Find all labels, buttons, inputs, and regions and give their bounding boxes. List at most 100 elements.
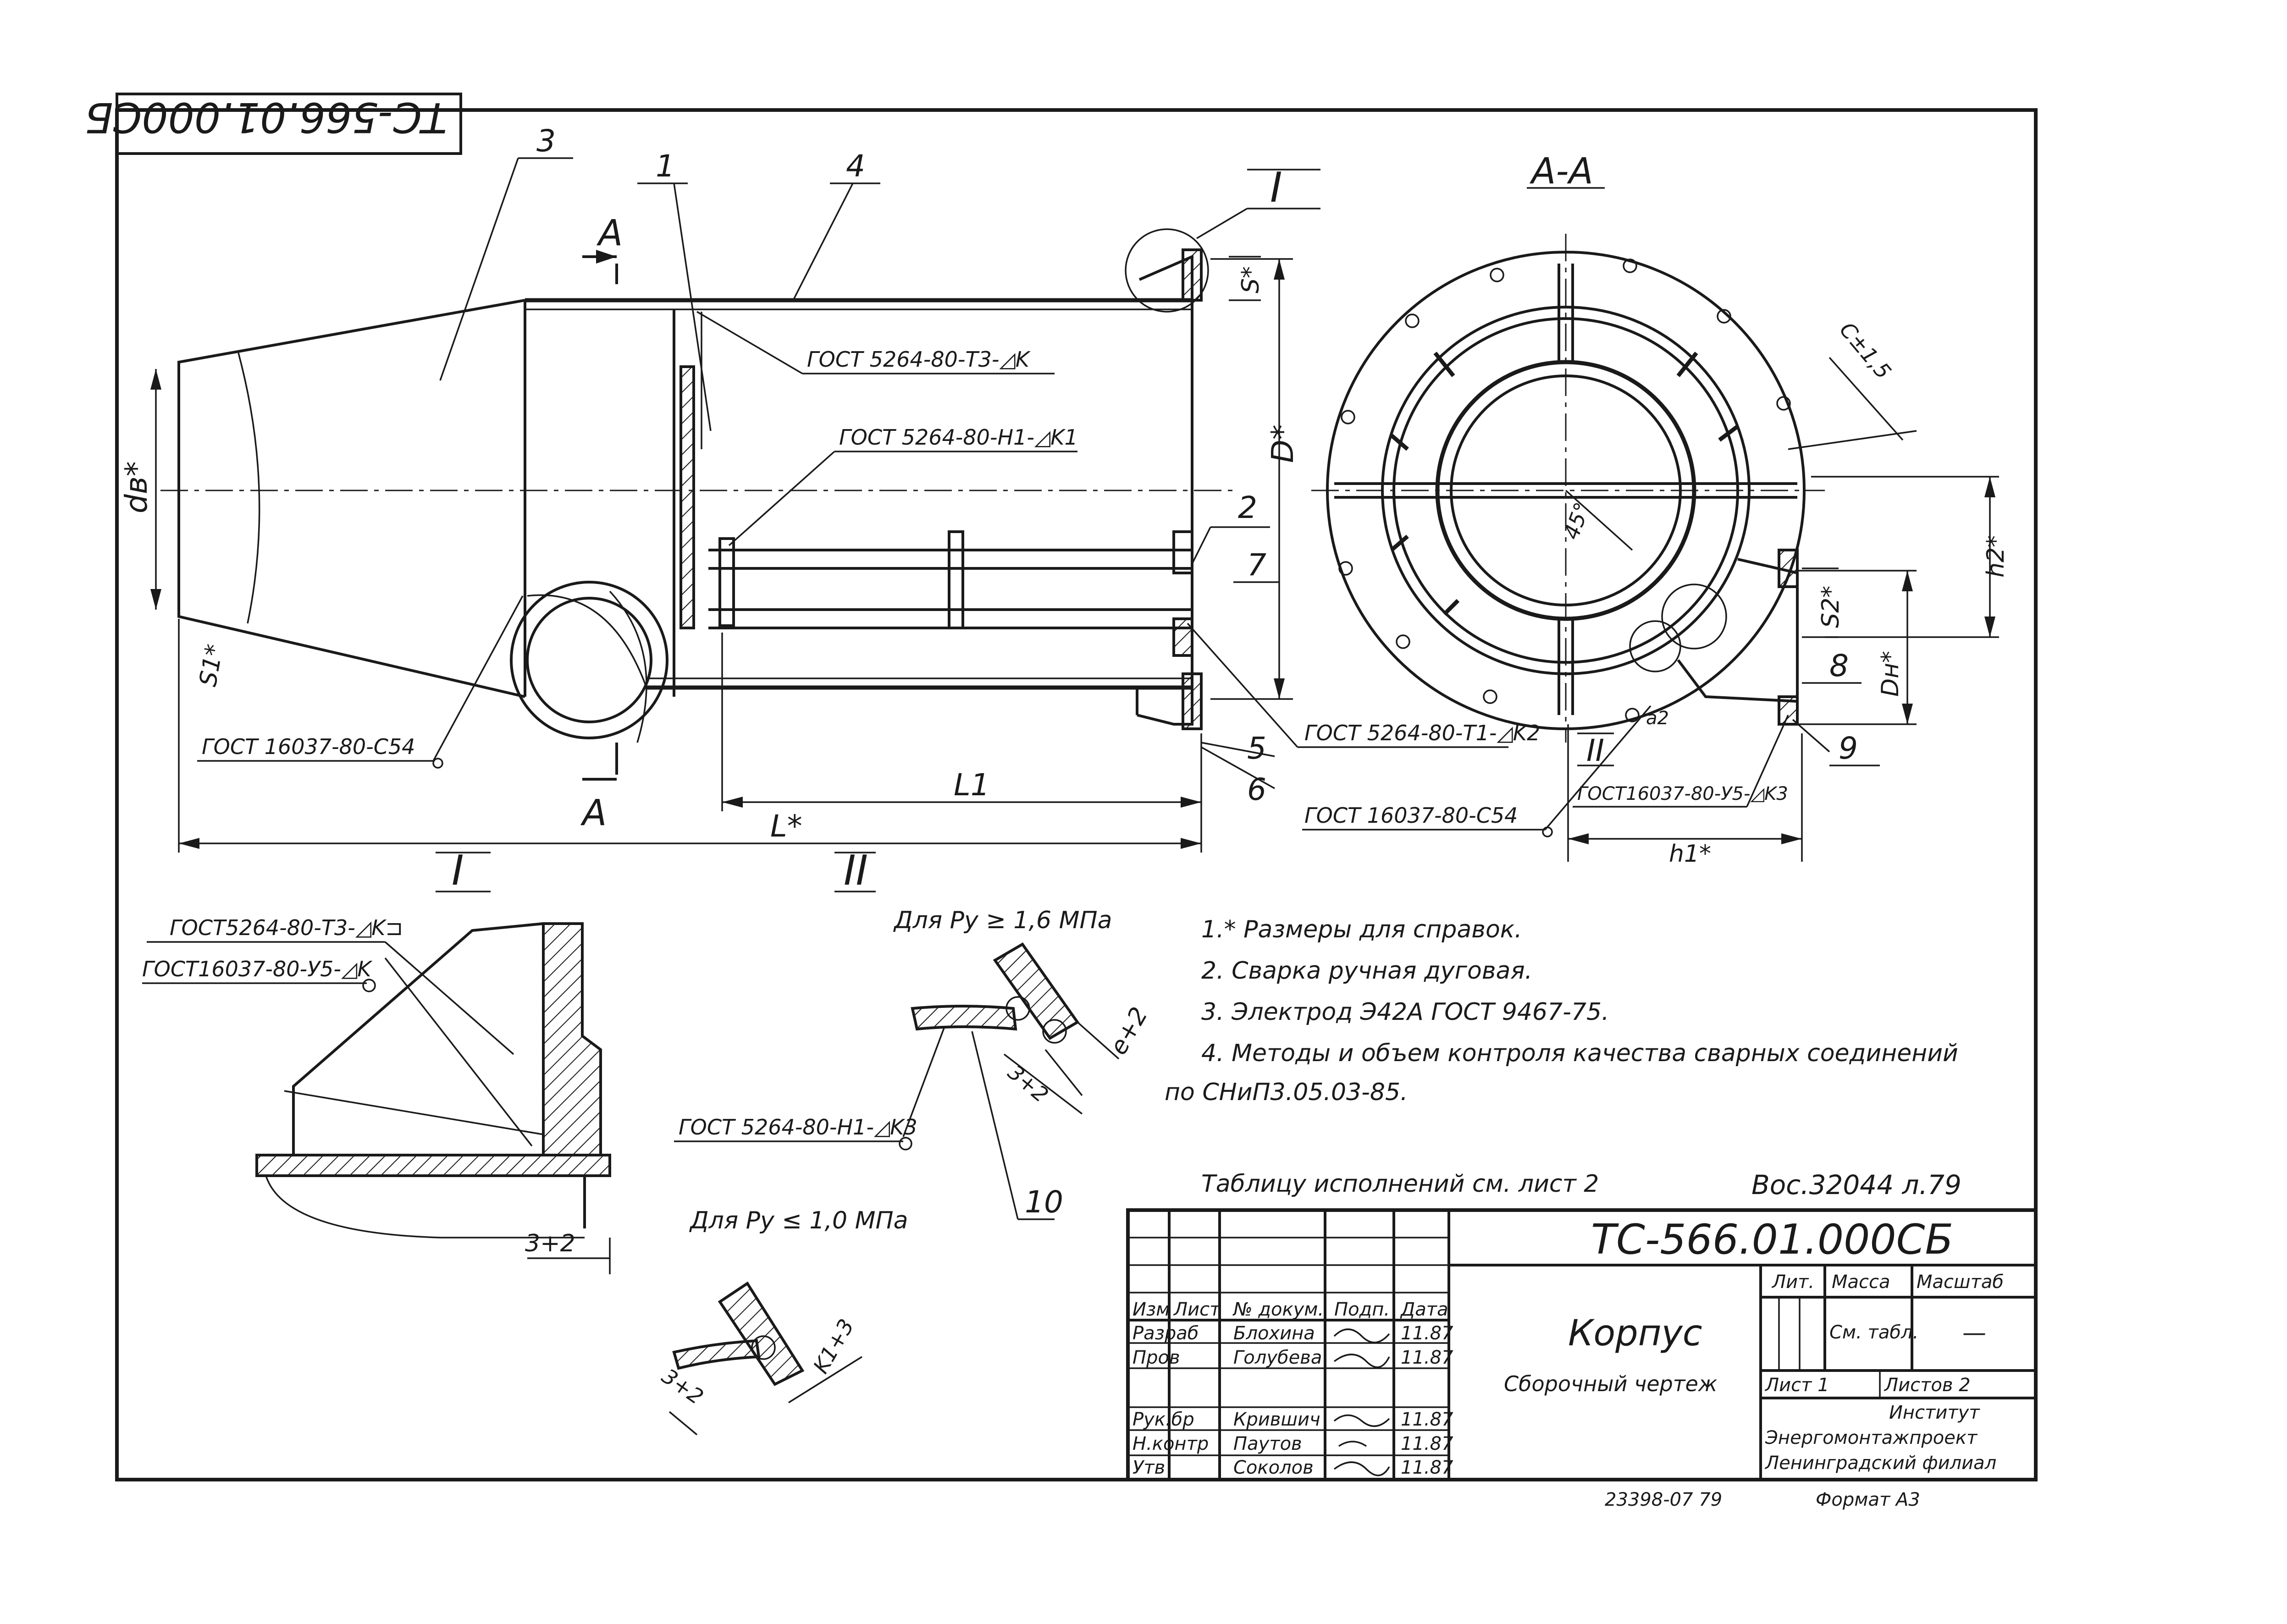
weld-w9: ГОСТ 5264-80-Н1-◿K3	[679, 1115, 917, 1140]
dim-3plus2-a: 3+2	[525, 1230, 575, 1257]
org-1: Институт	[1889, 1402, 1980, 1423]
dim-h1: h1*	[1669, 840, 1711, 868]
hdr-doc: № докум.	[1232, 1299, 1324, 1320]
callout-6: 6	[1247, 772, 1266, 807]
row-role-5: Утв	[1132, 1457, 1165, 1478]
sheets-label: Листов 2	[1884, 1375, 1971, 1396]
org-2: Энергомонтажпроект	[1765, 1427, 1978, 1448]
mass-label: Масса	[1832, 1272, 1890, 1293]
row-name-2: Голубева	[1233, 1347, 1322, 1368]
pressure-low: Для Ру ≤ 1,0 МПа	[689, 1207, 908, 1234]
hdr-list: Лист	[1173, 1299, 1221, 1320]
dim-L: L*	[770, 809, 802, 844]
dim-s: S*	[1237, 266, 1265, 293]
inv-ref: Вос.32044 л.79	[1751, 1169, 1961, 1200]
notes-block: 1.* Размеры для справок. 2. Сварка ручна…	[1165, 916, 1961, 1200]
title-block: ТС-566.01.000СБ Корпус Сборочный чертеж …	[1126, 1208, 2038, 1481]
weld-w3: ГОСТ 16037-80-С54	[202, 734, 415, 759]
stamp-code: TC-566.01.000CБ	[85, 93, 447, 141]
dim-Dn: Dн*	[1877, 651, 1904, 697]
dim-k13: K1+3	[808, 1315, 859, 1377]
weld-w1: ГОСТ 5264-80-Т3-◿K	[807, 347, 1031, 372]
row-role-1: Разраб	[1132, 1323, 1199, 1344]
callout-3: 3	[536, 123, 556, 159]
dim-e2: e+2	[1105, 1002, 1153, 1059]
weld-w6: ГОСТ16037-80-У5-◿K3	[1577, 783, 1788, 804]
weld-w4: ГОСТ 5264-80-Т1-◿K2	[1304, 721, 1540, 745]
weld-w8: ГОСТ16037-80-У5-◿K	[142, 957, 373, 981]
dim-D: D*	[1265, 424, 1300, 463]
signature-marks	[1333, 1328, 1390, 1476]
footer-format: Формат А3	[1816, 1489, 1920, 1510]
callout-2: 2	[1238, 490, 1257, 525]
dim-s2: S2*	[1817, 586, 1845, 628]
note-4b: по СНиП3.05.03-85.	[1165, 1079, 1408, 1106]
row-date-5: 11.87	[1401, 1457, 1453, 1478]
dim-h2: h2*	[1982, 535, 2010, 578]
callout-7: 7	[1247, 547, 1266, 583]
detail-i: I 3+2 ГОСТ5264-80-Т3-◿K⊐ ГОСТ16037-80-У5…	[142, 847, 611, 1274]
note-3: 3. Электрод Э42А ГОСТ 9467-75.	[1201, 998, 1609, 1026]
hdr-izm: Изм	[1132, 1299, 1170, 1320]
detail-ii-title: II	[844, 847, 868, 895]
dim-3plus2-b: 3+2	[1003, 1060, 1053, 1107]
stamp-box	[116, 93, 462, 155]
note-2: 2. Сварка ручная дуговая.	[1201, 957, 1532, 985]
hdr-date: Дата	[1400, 1299, 1448, 1320]
scale-label: Масштаб	[1917, 1272, 2004, 1293]
row-role-2: Пров	[1132, 1347, 1180, 1368]
row-date-1: 11.87	[1401, 1323, 1453, 1344]
footer-left: 23398-07 79	[1605, 1489, 1722, 1510]
dim-dv: dв*	[119, 461, 154, 513]
dim-3plus2-c: 3+2	[657, 1364, 708, 1409]
detail-i-title: I	[452, 847, 464, 895]
main-view: A A dв* D* S* S1* L* L1 3 1	[119, 123, 1540, 853]
section-mark-top: A	[596, 213, 623, 254]
section-mark-bottom: A	[580, 793, 607, 834]
dim-L1: L1	[954, 767, 990, 803]
callout-5: 5	[1247, 731, 1266, 766]
title-code: ТС-566.01.000СБ	[1591, 1216, 1953, 1264]
note-1: 1.* Размеры для справок.	[1201, 916, 1522, 943]
row-role-3: Рук.бр	[1132, 1409, 1194, 1430]
callout-8: 8	[1829, 648, 1849, 683]
section-detail-ii: II	[1586, 733, 1604, 768]
note-4: 4. Методы и объем контроля качества свар…	[1201, 1040, 1958, 1067]
dim-a2: a2	[1646, 708, 1669, 729]
callout-10: 10	[1025, 1184, 1063, 1220]
org-3: Ленинградский филиал	[1764, 1453, 1996, 1474]
row-date-4: 11.87	[1401, 1433, 1453, 1454]
callout-4: 4	[846, 149, 865, 184]
detail-i-circle	[1125, 228, 1209, 313]
dim-angle: 45°	[1559, 499, 1595, 543]
row-name-5: Соколов	[1233, 1457, 1314, 1478]
lit-label: Лит.	[1771, 1272, 1814, 1293]
bolt-holes	[1338, 259, 1791, 722]
row-date-3: 11.87	[1401, 1409, 1453, 1430]
scale-value: —	[1962, 1319, 1986, 1347]
mass-value: См. табл.	[1829, 1322, 1918, 1343]
callout-9: 9	[1839, 731, 1858, 766]
row-name-1: Блохина	[1233, 1323, 1315, 1344]
dim-s1: S1*	[194, 642, 229, 688]
section-a-a: A-A	[1302, 151, 2010, 868]
weld-w7: ГОСТ5264-80-Т3-◿K⊐	[170, 915, 403, 940]
sheet-frame	[115, 108, 2038, 1481]
pressure-high: Для Ру ≥ 1,6 МПа	[893, 907, 1112, 934]
weld-w2: ГОСТ 5264-80-Н1-◿K1	[839, 425, 1078, 450]
detail-ii: II Для Ру ≥ 1,6 МПа e+2 3+2 ГОСТ 5264-80…	[657, 847, 1154, 1436]
table-note: Таблицу исполнений см. лист 2	[1201, 1170, 1599, 1198]
hdr-sign: Подп.	[1334, 1299, 1390, 1320]
row-date-2: 11.87	[1401, 1347, 1453, 1368]
title-name: Корпус	[1568, 1313, 1702, 1354]
row-name-4: Паутов	[1233, 1433, 1302, 1454]
row-name-3: Крившич	[1233, 1409, 1320, 1430]
ribs	[1390, 352, 1739, 616]
title-doc-type: Сборочный чертеж	[1504, 1371, 1718, 1396]
sheet-label: Лист 1	[1764, 1375, 1829, 1396]
row-role-4: Н.контр	[1132, 1433, 1209, 1454]
section-title: A-A	[1529, 151, 1593, 192]
weld-w5: ГОСТ 16037-80-С54	[1304, 803, 1518, 828]
callout-1: 1	[656, 149, 675, 184]
